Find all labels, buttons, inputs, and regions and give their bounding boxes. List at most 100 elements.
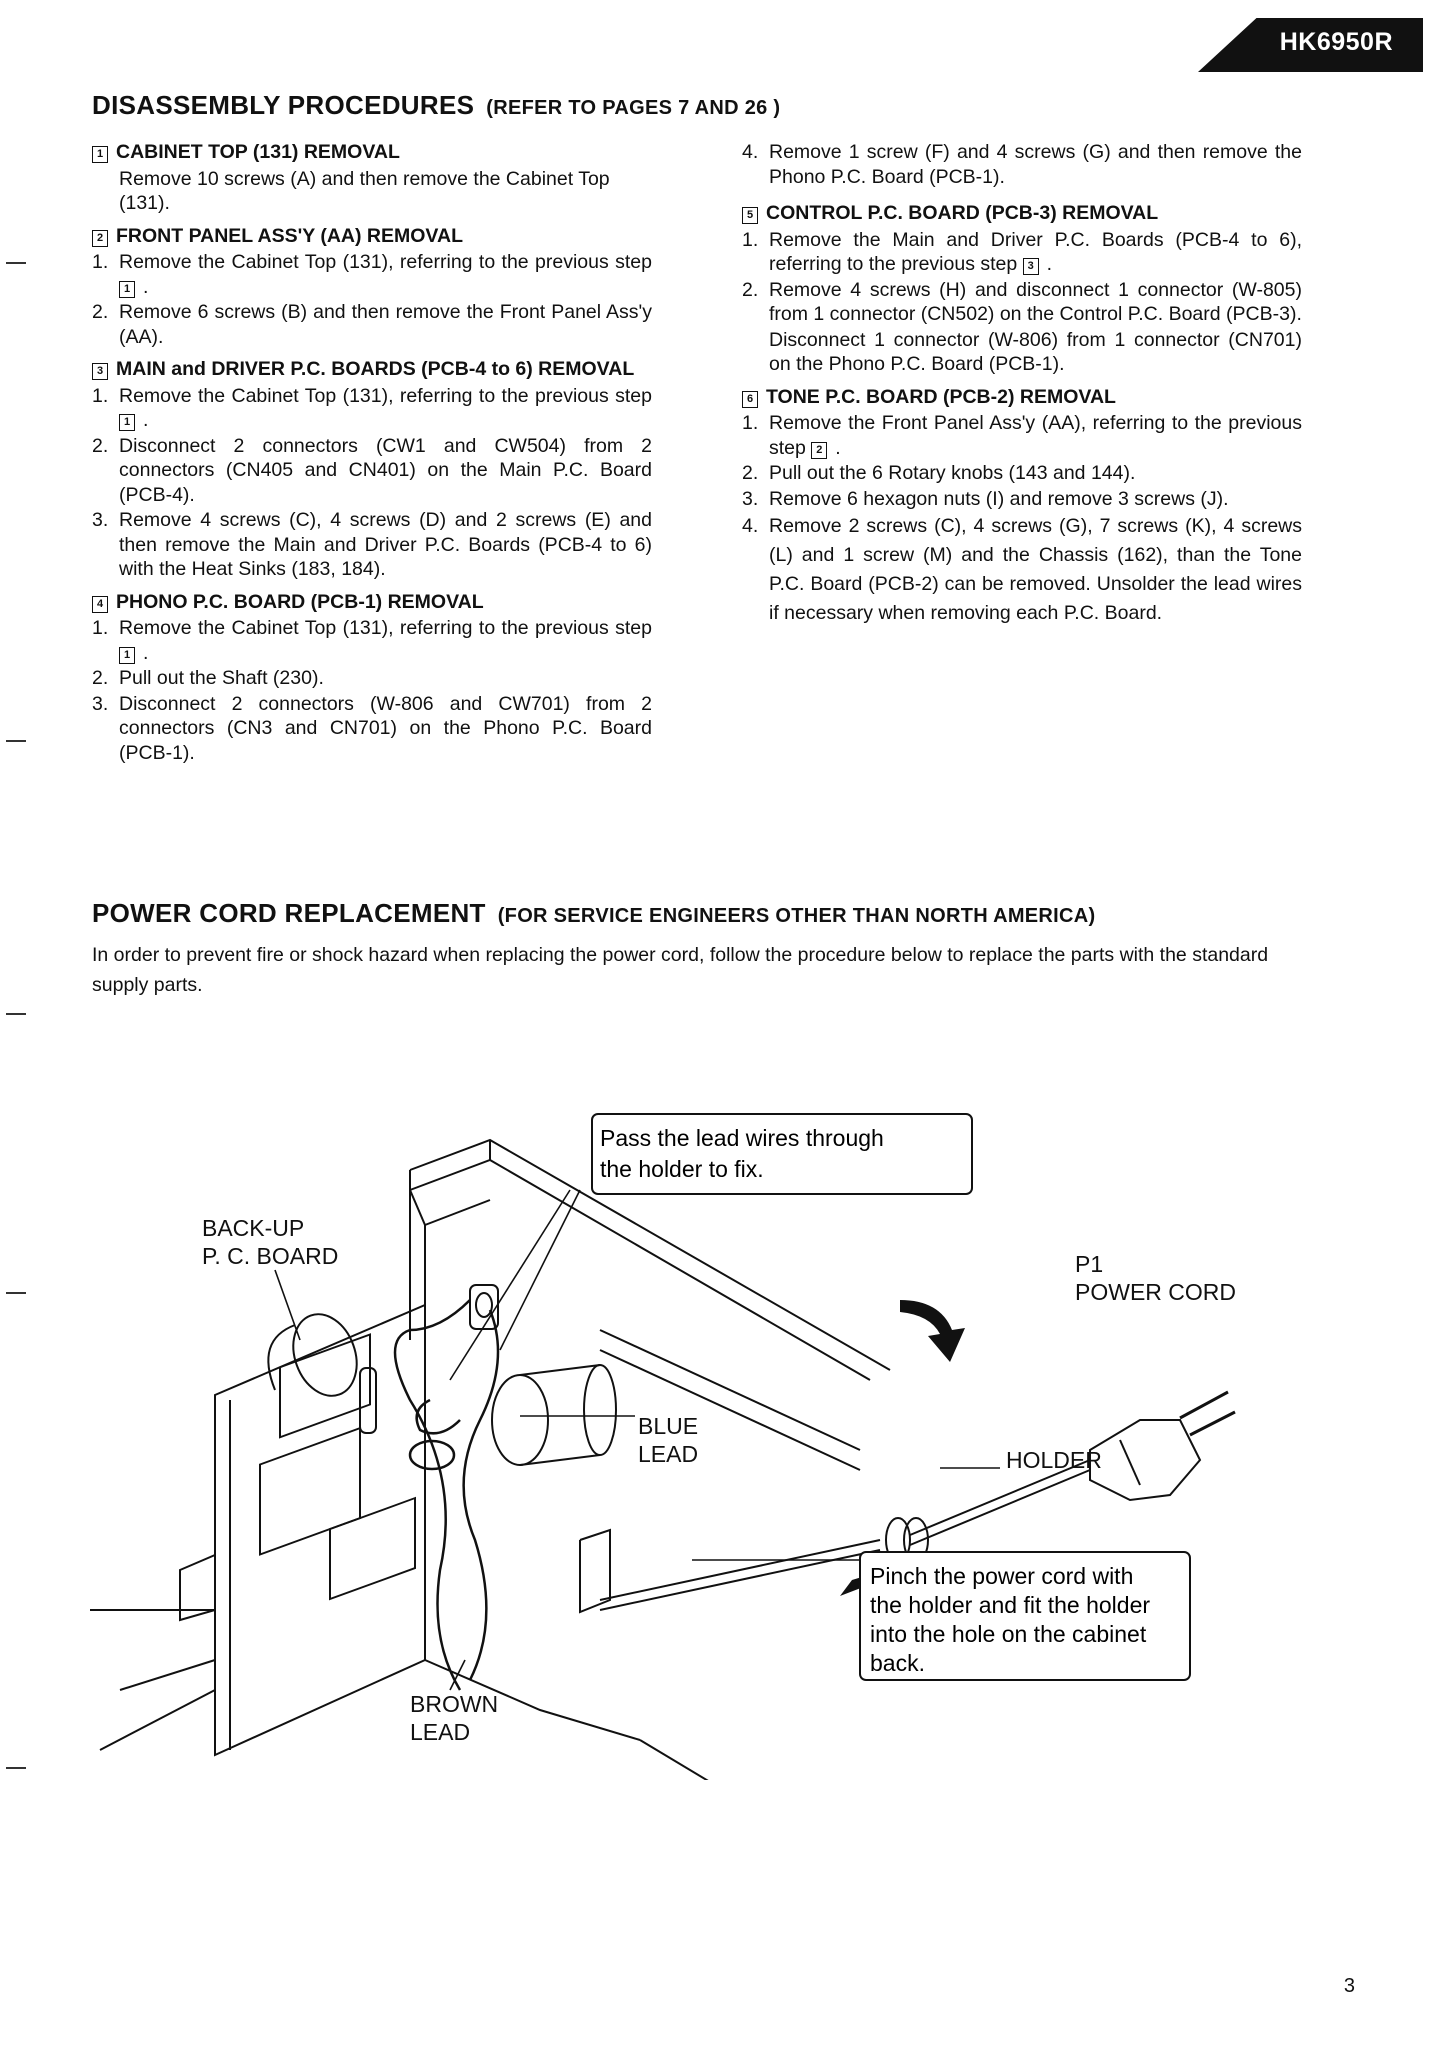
step-index: 2. [92, 434, 109, 457]
ac-inlet [469, 1284, 499, 1330]
power-cord-title-text: POWER CORD REPLACEMENT [92, 898, 486, 928]
margin-mark [6, 740, 26, 742]
step-number-box: 4 [92, 595, 108, 613]
step-item: 4.Remove 1 screw (F) and 4 screws (G) an… [742, 140, 1302, 189]
label-blue-line1: BLUE [638, 1413, 698, 1439]
callout-bottom-line4: back. [870, 1650, 925, 1676]
step-text: Remove the Cabinet Top (131), referring … [119, 384, 652, 407]
step-index: 2. [92, 667, 109, 689]
label-backup-line2: P. C. BOARD [202, 1243, 338, 1269]
step-number-box: 6 [742, 390, 758, 408]
step-text: Remove 6 screws (B) and then remove the … [119, 301, 652, 348]
left-column: 1 CABINET TOP (131) REMOVAL Remove 10 scr… [92, 140, 652, 769]
chassis-drawing [90, 1138, 891, 1780]
model-number: HK6950R [1279, 28, 1393, 56]
step-number-box: 1 [92, 146, 108, 163]
power-cord-title: POWER CORD REPLACEMENT (FOR SERVICE ENGIN… [92, 898, 1095, 929]
step-item: Disconnect 1 connector (W-806) from 1 co… [742, 328, 1302, 377]
section-heading-text: MAIN and DRIVER P.C. BOARDS (PCB-4 to 6)… [116, 358, 635, 380]
diagram-labels: BACK-UP P. C. BOARD P1 POWER CORD BLUE L… [202, 1215, 1236, 1745]
section-heading-2: 2 FRONT PANEL ASS'Y (AA) REMOVAL [92, 224, 652, 249]
step-ref-box: 2 [811, 441, 828, 459]
step-text: Pull out the 6 Rotary knobs (143 and 144… [769, 462, 1136, 484]
plug-body [1089, 1419, 1202, 1502]
label-brown-line1: BROWN [410, 1691, 498, 1717]
margin-mark [6, 1292, 26, 1294]
step-ref-box: 1 [119, 280, 135, 298]
right-column: 4.Remove 1 screw (F) and 4 screws (G) an… [742, 140, 1302, 632]
step-list: 1. Remove the Cabinet Top (131), referrin… [92, 616, 652, 765]
step-list: 1. Remove the Front Panel Ass'y (AA), ref… [742, 411, 1302, 628]
step-item: 4.Remove 2 screws (C), 4 screws (G), 7 s… [742, 512, 1302, 628]
power-cord-intro: In order to prevent fire or shock hazard… [92, 944, 1269, 996]
brown-lead-wire [393, 1299, 471, 1691]
section-paragraph: Remove 10 screws (A) and then remove the… [119, 167, 610, 215]
section-heading-text: FRONT PANEL ASS'Y (AA) REMOVAL [116, 224, 463, 247]
step-index: 3. [92, 509, 109, 531]
step-list: 1. Remove the Main and Driver P.C. Boards… [742, 228, 1302, 377]
step-number-box: 2 [92, 229, 108, 247]
lead-wires [393, 1299, 500, 1691]
step-index: 1. [742, 228, 759, 251]
step-number-box: 3 [92, 363, 108, 380]
step-index: 1. [92, 384, 109, 407]
callout-bottom: Pinch the power cord with the holder and… [859, 1551, 1191, 1681]
power-cord-subtitle: (FOR SERVICE ENGINEERS OTHER THAN NORTH … [497, 905, 1096, 927]
callout-bottom-line3: into the hole on the cabinet [870, 1621, 1147, 1647]
step-list: 4.Remove 1 screw (F) and 4 screws (G) an… [742, 140, 1302, 189]
step-item: 1. Remove the Cabinet Top (131), referrin… [92, 384, 652, 431]
step-text: Remove 4 screws (H) and disconnect 1 con… [769, 278, 1302, 326]
transformer-block [279, 1333, 371, 1439]
step-index: 2. [742, 462, 759, 484]
step-text: Remove 2 screws (C), 4 screws (G), 7 scr… [769, 515, 1302, 624]
step-index: 1. [742, 412, 759, 434]
leader-lines [274, 1189, 961, 1691]
capacitor [292, 1313, 358, 1397]
step-text: Remove the Cabinet Top (131), referring … [119, 251, 652, 273]
label-blue-line2: LEAD [638, 1441, 698, 1467]
step-text: Remove the Main and Driver P.C. Boards (… [769, 228, 1302, 276]
step-item: 2. Pull out the 6 Rotary knobs (143 and 1… [742, 461, 1302, 486]
label-brown-line2: LEAD [410, 1719, 470, 1745]
step-index: 2. [742, 278, 759, 301]
margin-mark [6, 1767, 26, 1769]
step-index: 3. [742, 487, 759, 510]
step-index: 2. [92, 301, 109, 323]
margin-mark [6, 1013, 26, 1015]
step-item: 1. Remove the Main and Driver P.C. Boards… [742, 228, 1302, 276]
fuse-holder [491, 1374, 549, 1466]
step-text: Disconnect 2 connectors (W-806 and CW701… [119, 692, 652, 764]
power-cord-diagram: Pass the lead wires through the holder t… [90, 1113, 1236, 1780]
step-item: 3. Remove 6 hexagon nuts (I) and remove 3… [742, 487, 1302, 512]
callout-bottom-line2: the holder and fit the holder [870, 1592, 1150, 1618]
step-number-box: 5 [742, 207, 758, 224]
page-number: 3 [1343, 1975, 1355, 1997]
label-holder: HOLDER [1006, 1447, 1102, 1473]
step-item: 2. Pull out the Shaft (230). [92, 666, 652, 691]
disassembly-title: DISASSEMBLY PROCEDURES(REFER TO PAGES 7 … [92, 90, 780, 121]
step-text: Disconnect 2 connectors (CW1 and CW504) … [119, 434, 652, 506]
section-heading-text: CABINET TOP (131) REMOVAL [116, 141, 400, 163]
step-item: 2. Remove 4 screws (H) and disconnect 1 c… [742, 278, 1302, 327]
callout-top-line2: the holder to fix. [600, 1156, 764, 1182]
step-text: Remove 6 hexagon nuts (I) and remove 3 s… [769, 487, 1229, 510]
step-index: 1. [92, 617, 109, 639]
section-heading-text: PHONO P.C. BOARD (PCB-1) REMOVAL [116, 590, 484, 613]
step-list: 1. Remove the Cabinet Top (131), referrin… [92, 250, 652, 349]
step-item: 2. Remove 6 screws (B) and then remove th… [92, 300, 652, 349]
step-item: 1. Remove the Cabinet Top (131), referrin… [92, 617, 652, 664]
step-text: Remove the Front Panel Ass'y (AA), refer… [769, 412, 1302, 459]
step-item: 1. Remove the Cabinet Top (131), referrin… [92, 251, 652, 298]
section-heading-4: 4 PHONO P.C. BOARD (PCB-1) REMOVAL [92, 590, 652, 615]
step-text: Remove the Cabinet Top (131), referring … [119, 617, 652, 639]
backup-board-outline [214, 1303, 426, 1757]
step-list: 1. Remove the Cabinet Top (131), referrin… [92, 384, 652, 582]
step-text: Pull out the Shaft (230). [119, 667, 324, 689]
callout-top: Pass the lead wires through the holder t… [591, 1113, 973, 1195]
disassembly-subtitle: (REFER TO PAGES 7 AND 26 ) [486, 97, 781, 119]
section-heading-3: 3 MAIN and DRIVER P.C. BOARDS (PCB-4 to 6… [92, 357, 652, 382]
section-heading-1: 1 CABINET TOP (131) REMOVAL [92, 140, 652, 165]
step-text: Remove 1 screw (F) and 4 screws (G) and … [769, 141, 1302, 188]
step-index: 1. [92, 251, 109, 273]
step-ref-box: 3 [1022, 258, 1039, 275]
